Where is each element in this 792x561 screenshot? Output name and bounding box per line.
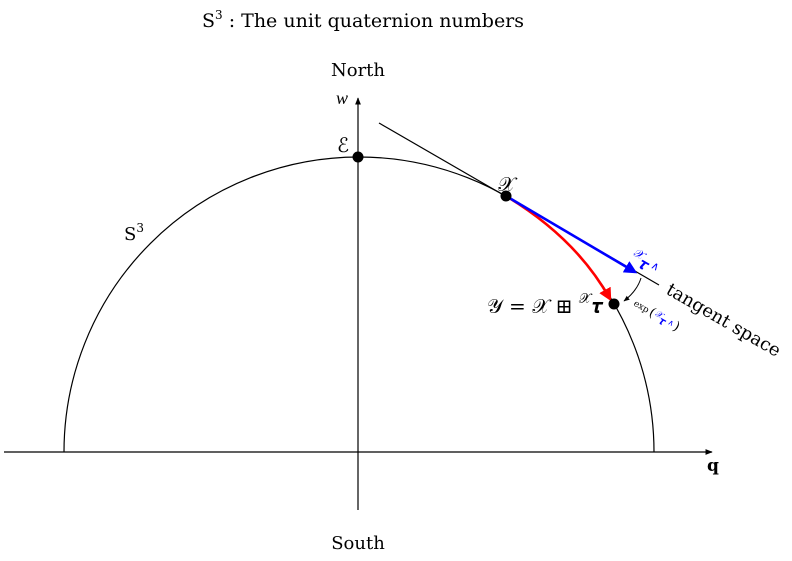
- tangent-vector: [505, 194, 638, 274]
- tangent-vector-label: 𝒳 𝝉 ∧: [632, 245, 663, 274]
- south-label: South: [331, 533, 385, 554]
- identity-label: ℰ: [337, 133, 349, 157]
- x-point: [500, 190, 512, 202]
- svg-text:∧: ∧: [649, 259, 662, 274]
- svg-text:∧: ∧: [666, 318, 676, 329]
- north-label: North: [331, 60, 385, 81]
- x-point-label: 𝒳: [498, 172, 518, 196]
- svg-text:(: (: [646, 305, 658, 321]
- diagram-title: S3 : The unit quaternion numbers: [202, 8, 524, 32]
- sphere-label: S3: [124, 221, 144, 245]
- svg-text:exp: exp: [632, 299, 651, 316]
- exp-mapping-arrow: [623, 277, 642, 302]
- y-equation-label: 𝒴 = 𝒳 ⊞ 𝒳𝝉: [487, 291, 604, 318]
- q-axis-label: q: [707, 456, 719, 476]
- w-axis-label: w: [336, 88, 348, 108]
- identity-point: [352, 151, 364, 163]
- svg-text:): ): [670, 319, 682, 335]
- y-point: [608, 298, 620, 310]
